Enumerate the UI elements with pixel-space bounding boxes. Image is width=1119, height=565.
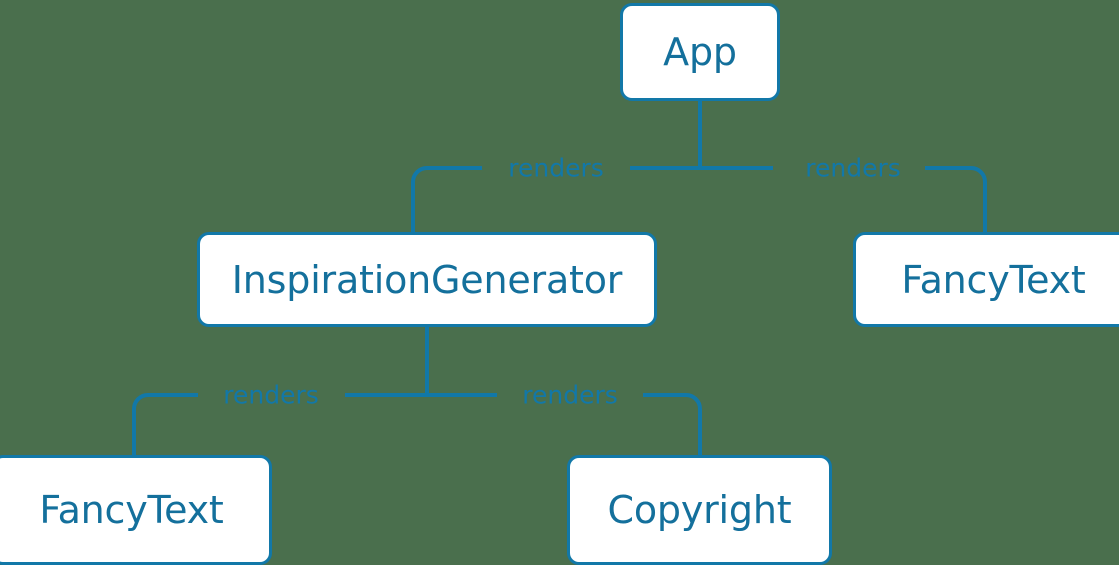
- edge-label-inspiration-to-copyright: renders: [522, 380, 618, 410]
- edge-app-to-fancytext-right-b: [925, 166, 987, 232]
- node-copyright[interactable]: Copyright: [567, 455, 832, 565]
- node-copyright-label: Copyright: [607, 488, 792, 532]
- edge-app-to-inspiration-generator-b: [411, 166, 482, 232]
- edge-inspiration-to-copyright-b: [643, 393, 702, 455]
- node-fancytext-bottom[interactable]: FancyText: [0, 455, 272, 565]
- node-inspiration-generator[interactable]: InspirationGenerator: [197, 232, 657, 327]
- node-app-label: App: [663, 30, 737, 74]
- node-app[interactable]: App: [620, 3, 780, 101]
- edge-label-app-to-fancytext-right: renders: [805, 153, 901, 183]
- edge-label-app-to-inspiration-generator: renders: [508, 153, 604, 183]
- edge-label-inspiration-to-fancytext-bottom: renders: [223, 380, 319, 410]
- node-fancytext-bottom-label: FancyText: [39, 488, 224, 532]
- node-fancytext-right[interactable]: FancyText: [853, 232, 1119, 327]
- node-fancytext-right-label: FancyText: [901, 257, 1086, 302]
- edge-inspiration-to-fancytext-bottom-b: [132, 393, 198, 455]
- node-inspiration-generator-label: InspirationGenerator: [231, 257, 623, 302]
